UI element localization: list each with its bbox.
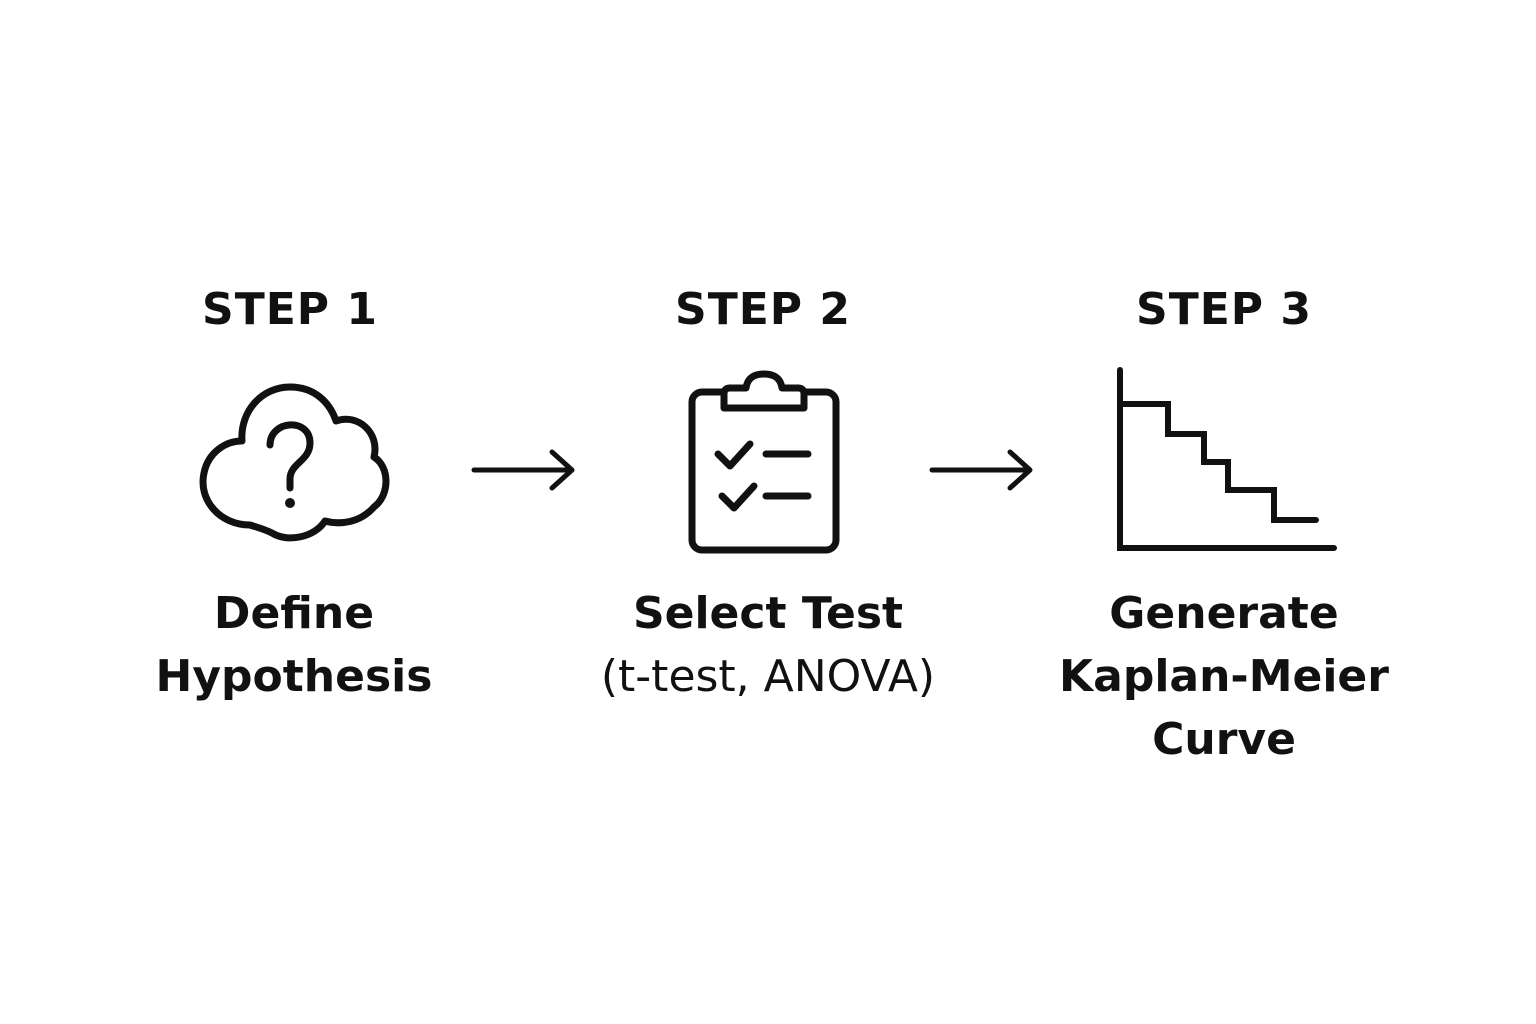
step-3-label: Generate Kaplan-Meier Curve [1034,582,1414,771]
step-1-label: Define Hypothesis [104,582,484,708]
step-2-label-line-1: Select Test [632,588,904,639]
step-1-heading: STEP 1 [202,284,378,335]
step-1-label-line-1: Define [213,588,375,639]
step-3-label-line-3: Curve [1152,714,1296,765]
step-2-label: Select Test (t-test, ANOVA) [578,582,958,708]
cloud-question-icon [199,383,390,542]
arrow-right-icon [929,449,1033,491]
step-2-label-line-2: (t-test, ANOVA) [600,651,936,702]
step-3-label-line-1: Generate [1109,588,1339,639]
step-1-label-line-2: Hypothesis [155,651,433,702]
clipboard-checklist-icon [688,370,840,554]
step-2-heading: STEP 2 [675,284,851,335]
step-3-label-line-2: Kaplan-Meier [1059,651,1389,702]
step-3-heading: STEP 3 [1136,284,1312,335]
step-curve-chart-icon [1117,367,1337,551]
arrow-right-icon [471,449,575,491]
